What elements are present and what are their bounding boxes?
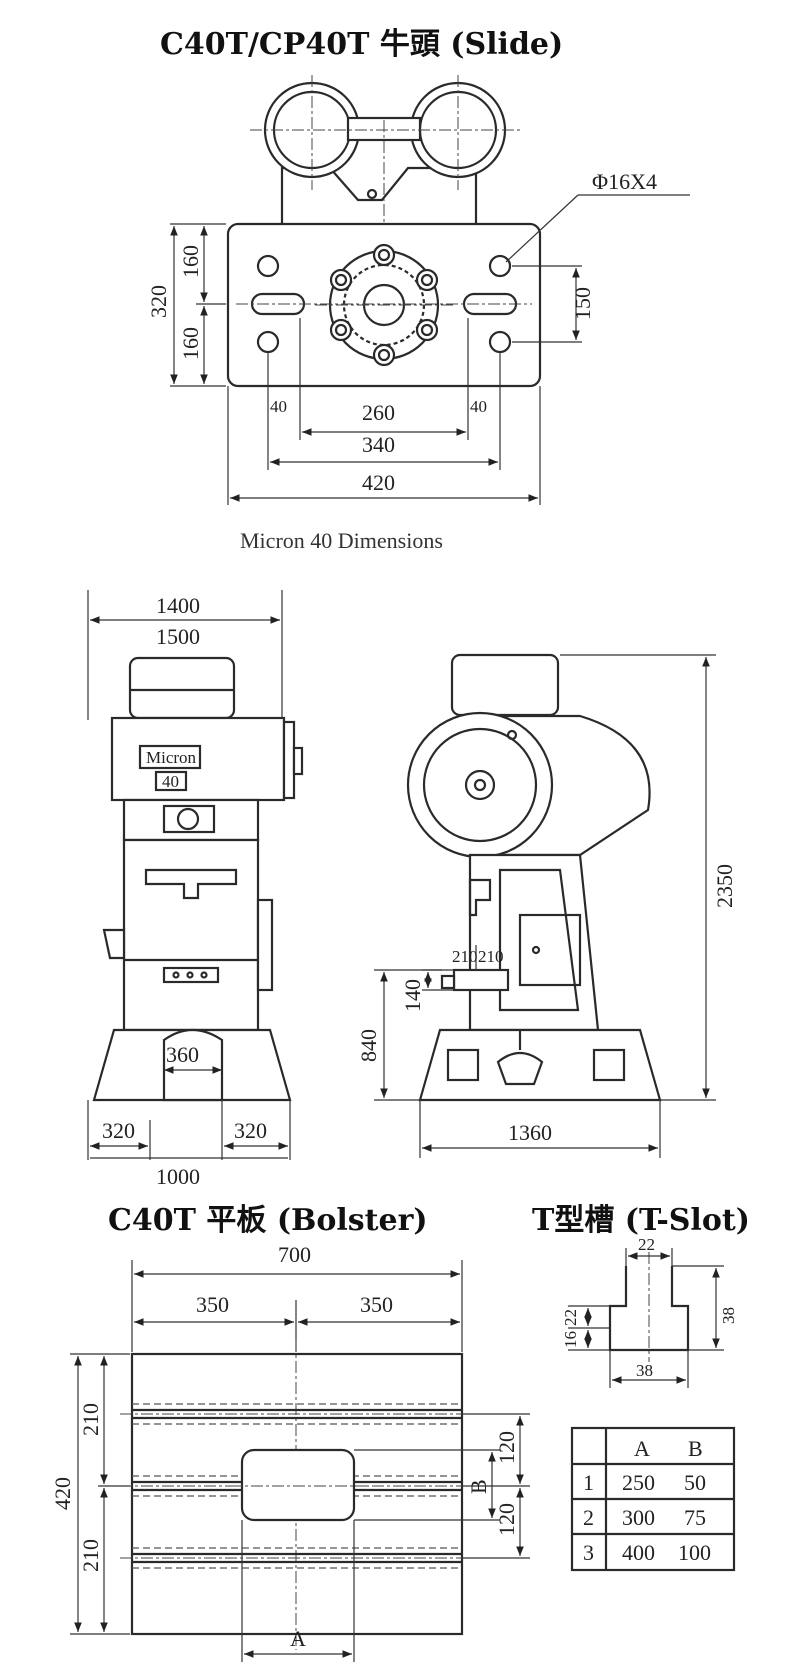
tslot-table-cell: 300	[622, 1505, 655, 1530]
slide-title: C40T/CP40T 牛頭 (Slide)	[160, 27, 563, 62]
tslot-table-cell: 75	[684, 1505, 706, 1530]
front-dim-320-left: 320	[102, 1118, 135, 1143]
tslot-table-cell: 50	[684, 1470, 706, 1495]
side-dim-210-left: 210	[452, 947, 478, 966]
side-dim-1360: 1360	[508, 1120, 552, 1145]
slide-dim-260: 260	[362, 400, 395, 425]
side-dim-840: 840	[356, 1029, 381, 1062]
bolster-dim-350-left: 350	[196, 1292, 229, 1317]
front-nameplate-model: 40	[162, 772, 179, 791]
tslot-table-header-a: A	[634, 1436, 650, 1461]
slide-horizontal-dims: 40 260 40 340 420	[227, 318, 541, 505]
tslot-table-cell: 1	[583, 1470, 594, 1495]
tslot-dim-38-right: 38	[719, 1307, 738, 1324]
tslot-table-cell: 2	[583, 1505, 594, 1530]
bolster-dim-350-right: 350	[360, 1292, 393, 1317]
side-dim-140: 140	[400, 979, 425, 1012]
side-dim-2350: 2350	[712, 864, 737, 908]
tslot-table-cell: 400	[622, 1540, 655, 1565]
tslot-dim-22-left: 22	[561, 1309, 580, 1326]
side-dim-210-right: 210	[478, 947, 504, 966]
bolster-title: C40T 平板 (Bolster)	[108, 1203, 428, 1238]
slide-dim-160-bottom: 160	[178, 327, 203, 360]
bolster-dim-420: 420	[50, 1477, 75, 1510]
slide-dim-320: 320	[146, 285, 171, 318]
front-dim-320-right: 320	[234, 1118, 267, 1143]
bolster-dim-700: 700	[278, 1242, 311, 1267]
tslot-dim-38-bottom: 38	[636, 1361, 653, 1380]
tslot-dim-16: 16	[561, 1331, 580, 1348]
tslot-table: A B 1 250 50 2 300 75 3 400 100	[570, 1426, 736, 1572]
front-dim-1500: 1500	[156, 624, 200, 649]
tslot-table-cell: 100	[678, 1540, 711, 1565]
bolster-label-a: A	[290, 1626, 306, 1651]
bolster-dim-210-bottom: 210	[78, 1539, 103, 1572]
tslot-drawing: T型槽 (T-Slot) 22 16 22 38 38	[532, 1203, 750, 1572]
slide-dim-150: 150	[570, 287, 595, 320]
front-dim-1400: 1400	[156, 593, 200, 618]
slide-caption: Micron 40 Dimensions	[240, 528, 443, 553]
slide-crank-bosses	[250, 75, 520, 380]
front-dim-1000: 1000	[156, 1164, 200, 1189]
tslot-table-cell: 250	[622, 1470, 655, 1495]
bolster-dim-210-top: 210	[78, 1403, 103, 1436]
front-nameplate-brand: Micron	[146, 748, 197, 767]
slide-dim-150-group: 150	[512, 265, 595, 343]
slide-dim-340: 340	[362, 432, 395, 457]
slide-vertical-dims: 320 160 160	[146, 223, 226, 387]
tslot-profile	[608, 1266, 690, 1352]
tslot-title: T型槽 (T-Slot)	[532, 1203, 750, 1238]
bolster-opening	[240, 1448, 356, 1522]
press-front-view: 1400 1500 Micron 40 360	[87, 590, 304, 1189]
slide-hole-label: Φ16X4	[592, 169, 657, 194]
front-dim-360: 360	[166, 1042, 199, 1067]
tslot-table-header-b: B	[688, 1436, 703, 1461]
slide-mount-holes	[236, 254, 532, 354]
slide-dim-420: 420	[362, 470, 395, 495]
tslot-table-cell: 3	[583, 1540, 594, 1565]
slide-flange	[315, 243, 453, 367]
slide-dim-40-left: 40	[270, 397, 287, 416]
bolster-dim-120-top: 120	[494, 1431, 519, 1464]
slide-drawing: C40T/CP40T 牛頭 (Slide)	[146, 27, 690, 553]
bolster-dim-120-bottom: 120	[494, 1503, 519, 1536]
slide-dim-160-top: 160	[178, 245, 203, 278]
slide-dim-40-right: 40	[470, 397, 487, 416]
bolster-label-b: B	[466, 1479, 491, 1494]
press-side-view: 2350 210 210 140 840 1360	[356, 653, 737, 1158]
tslot-dim-22-top: 22	[638, 1235, 655, 1254]
bolster-drawing: C40T 平板 (Bolster) 700 350 350	[50, 1203, 530, 1662]
